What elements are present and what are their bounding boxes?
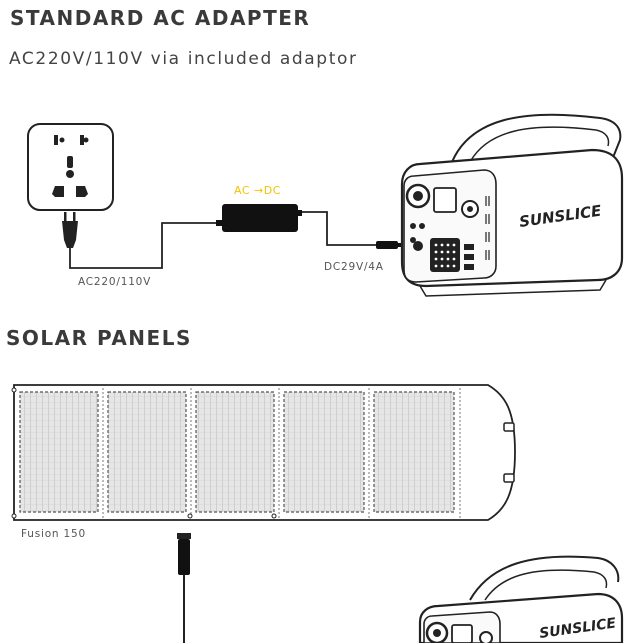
power-plug-icon <box>62 212 78 248</box>
section-title-adapter: STANDARD AC ADAPTER <box>10 6 311 30</box>
section-title-solar: SOLAR PANELS <box>6 326 192 350</box>
solar-panel-icon <box>11 384 516 521</box>
output-voltage-label: DC29V/4A <box>324 261 384 273</box>
power-station-icon <box>418 555 624 643</box>
adapter-label: AC →DC <box>234 184 281 197</box>
input-voltage-label: AC220/110V <box>78 276 152 288</box>
solar-panel-label: Fusion 150 <box>21 528 86 540</box>
power-station-icon <box>400 113 624 297</box>
section-subtitle-adapter: AC220V/110V via included adaptor <box>9 49 358 69</box>
dc-connector-icon <box>177 533 191 643</box>
power-adapter-icon <box>216 204 302 232</box>
wall-socket-icon <box>27 123 114 211</box>
